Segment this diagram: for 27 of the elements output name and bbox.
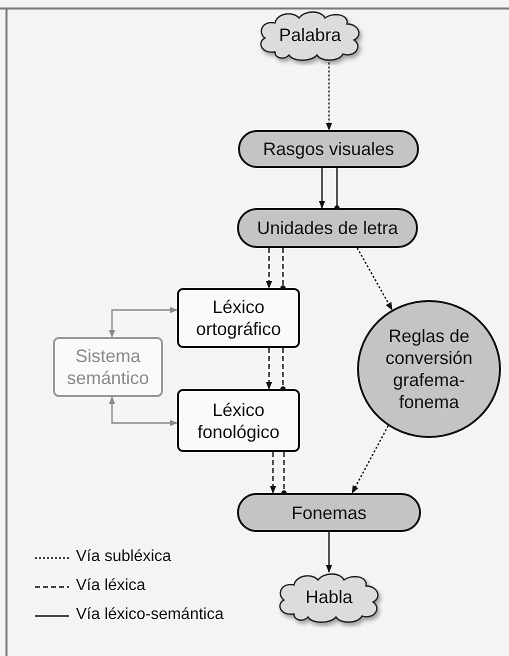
arrow [318, 168, 326, 209]
arrow [108, 306, 178, 338]
node-label: Palabra [278, 24, 342, 46]
node-label: Sistema semántico [66, 345, 150, 389]
process-box [177, 288, 300, 348]
arrow [356, 248, 393, 310]
node-label: Fonemas [290, 502, 368, 524]
process-pill [237, 493, 421, 532]
node-label: Léxico ortográfico [194, 296, 282, 340]
node-label: Rasgos visuales [262, 138, 396, 160]
arrow [352, 425, 389, 494]
legend-label: Vía subléxica [76, 548, 172, 566]
process-box [177, 389, 300, 452]
arrow [108, 396, 178, 426]
process-pill [238, 130, 419, 168]
node-label: Léxico fonológico [196, 398, 281, 442]
node-label: Unidades de letra [256, 217, 400, 239]
process-pill [237, 208, 418, 248]
legend-label: Vía léxica [76, 577, 146, 595]
legend-label: Vía léxico-semántica [76, 606, 224, 624]
arrow [266, 348, 272, 390]
arrow [266, 248, 272, 289]
process-box [53, 337, 163, 397]
arrow [270, 452, 276, 494]
node-label: Reglas de conversión grafema-fonema [384, 325, 474, 413]
node-label: Habla [304, 586, 354, 608]
arrow [326, 532, 332, 573]
